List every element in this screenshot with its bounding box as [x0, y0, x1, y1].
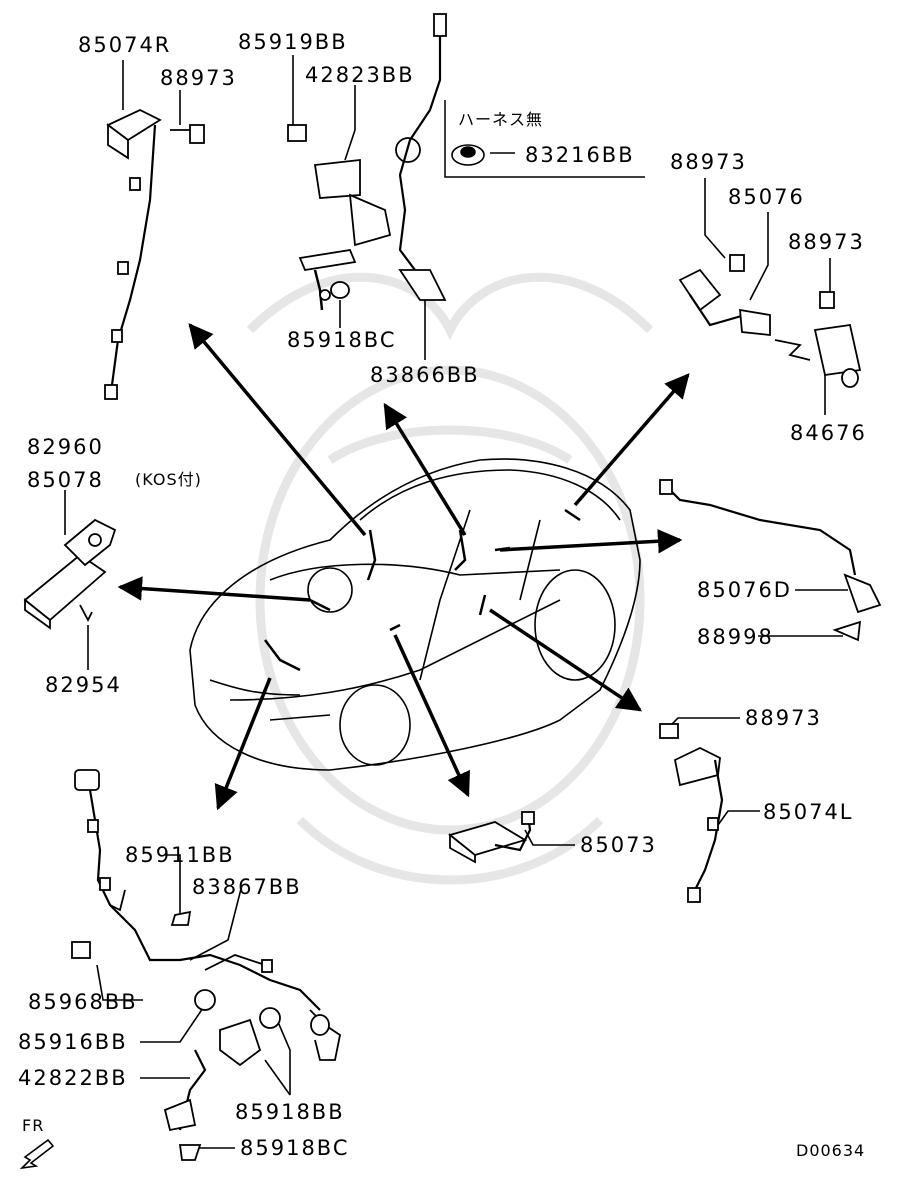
part-label-83866BB: 83866BB [370, 363, 480, 387]
diagram-code: D00634 [796, 1141, 866, 1160]
part-label-85074R: 85074R [78, 33, 172, 57]
part-label-85911BB: 85911BB [125, 843, 235, 867]
part-label-85076: 85076 [728, 185, 805, 209]
part-label-82960: 82960 [27, 435, 104, 459]
part-label-84676: 84676 [790, 421, 867, 445]
front-direction-arrow [19, 1138, 55, 1170]
part-label-85073: 85073 [580, 833, 657, 857]
part-label-83216BB: 83216BB [525, 143, 635, 167]
grommet-83216BB [451, 144, 485, 166]
sensor-group-85076 [678, 254, 862, 388]
part-label-42822BB: 42822BB [18, 1066, 128, 1090]
front-direction-label: FR [22, 1116, 45, 1135]
rear-height-sensor-harness [71, 769, 342, 1161]
part-label-85076D: 85076D [697, 578, 792, 602]
car-harness-marks [264, 508, 581, 672]
part-label-88973: 88973 [160, 66, 237, 90]
module-85073 [448, 811, 535, 864]
part-label-85916BB: 85916BB [18, 1030, 128, 1054]
wheel-sensor-85076D [659, 479, 882, 642]
watermark-seal [246, 272, 654, 885]
part-label-82954: 82954 [45, 673, 122, 697]
part-label-85918BC: 85918BC [287, 328, 397, 352]
harness-none-note: ハーネス無 [458, 110, 544, 129]
part-label-88973: 88973 [788, 230, 865, 254]
kos-note: (KOS付) [135, 470, 202, 489]
part-label-42823BB: 42823BB [305, 63, 415, 87]
part-label-85078: 85078 [27, 468, 104, 492]
harness-note-bracket [444, 100, 645, 178]
part-label-88973: 88973 [670, 150, 747, 174]
car-body-outline [189, 458, 641, 771]
part-label-85919BB: 85919BB [238, 30, 348, 54]
part-label-85918BB: 85918BB [235, 1100, 345, 1124]
control-unit-85078 [23, 518, 117, 630]
height-sensor-front [287, 13, 447, 311]
part-label-83867BB: 83867BB [192, 875, 302, 899]
part-label-88998: 88998 [697, 625, 774, 649]
part-label-85074L: 85074L [763, 800, 854, 824]
leader-lines [64, 55, 848, 1149]
callout-arrows [117, 323, 690, 811]
sensor-harness-85074L [659, 723, 724, 903]
sensor-harness-85074R [104, 109, 205, 400]
part-label-85968BB: 85968BB [28, 990, 138, 1014]
part-label-85918BC: 85918BC [240, 1136, 350, 1160]
part-label-88973: 88973 [745, 706, 822, 730]
